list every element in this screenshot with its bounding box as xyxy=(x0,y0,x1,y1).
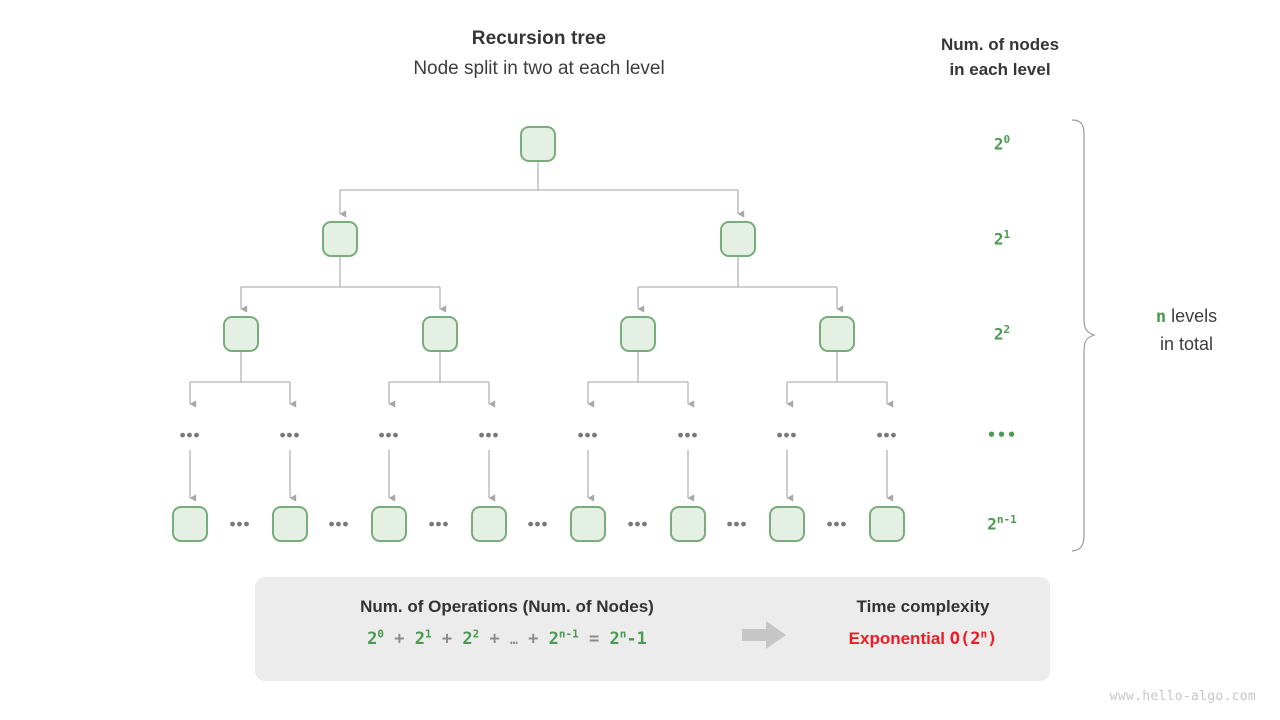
complexity-word: Exponential xyxy=(848,629,946,648)
tree-ellipsis: ••• xyxy=(677,425,699,445)
tree-ellipsis: ••• xyxy=(826,514,848,534)
nodes-per-level-header-line1: Num. of nodes xyxy=(940,35,1060,54)
tree-node xyxy=(422,316,458,352)
right-block-arrow-icon xyxy=(742,621,786,649)
level-count-exponent: 2 xyxy=(1003,323,1011,337)
operations-formula: 20 + 21 + 22 + … + 2n-1 = 2n-1 xyxy=(267,627,747,653)
level-count-exponent: 0 xyxy=(1003,133,1011,147)
summary-panel: Num. of Operations (Num. of Nodes) 20 + … xyxy=(255,577,1050,681)
tree-ellipsis: ••• xyxy=(876,425,898,445)
tree-node xyxy=(322,221,358,257)
levels-word: levels xyxy=(1171,306,1218,326)
recursion-tree-edges xyxy=(189,162,894,502)
tree-node xyxy=(371,506,407,542)
page-title: Recursion tree xyxy=(471,28,607,49)
tree-ellipsis: ••• xyxy=(279,425,301,445)
level-node-count-4: 2n-1 xyxy=(942,513,1062,534)
formula-equals: = xyxy=(588,629,600,649)
tree-ellipsis: ••• xyxy=(229,514,251,534)
levels-n-symbol: n xyxy=(1155,307,1167,327)
level-count-base: 2 xyxy=(993,134,1004,154)
level-count-exponent: 1 xyxy=(1003,228,1011,242)
level-count-base: 2 xyxy=(993,229,1004,249)
big-o-notation: O(2n) xyxy=(949,627,998,649)
tree-ellipsis: ••• xyxy=(328,514,350,534)
total-levels-label: n levels in total xyxy=(1104,303,1269,358)
tree-node xyxy=(769,506,805,542)
level-node-count-2: 22 xyxy=(942,323,1062,344)
tree-node xyxy=(869,506,905,542)
tree-node xyxy=(670,506,706,542)
page-subtitle: Node split in two at each level xyxy=(413,58,665,79)
nodes-per-level-header-line2: in each level xyxy=(949,60,1051,79)
tree-node xyxy=(172,506,208,542)
formula-result-tail: -1 xyxy=(626,629,647,649)
operations-heading: Num. of Operations (Num. of Nodes) xyxy=(360,597,654,616)
complexity-summary: Time complexity Exponential O(2n) xyxy=(807,595,1039,651)
tree-ellipsis: ••• xyxy=(428,514,450,534)
tree-node xyxy=(223,316,259,352)
tree-node xyxy=(471,506,507,542)
tree-ellipsis: ••• xyxy=(627,514,649,534)
tree-ellipsis: ••• xyxy=(478,425,500,445)
formula-result: 2n-1 xyxy=(609,627,647,649)
tree-ellipsis: ••• xyxy=(776,425,798,445)
tree-node xyxy=(520,126,556,162)
formula-term-1: 21 xyxy=(414,627,432,649)
tree-node xyxy=(620,316,656,352)
formula-ellipsis: … xyxy=(510,633,518,648)
level-node-count-1: 21 xyxy=(942,228,1062,249)
total-levels-line2: in total xyxy=(1159,334,1214,354)
tree-node xyxy=(819,316,855,352)
formula-term-0: 20 xyxy=(367,627,385,649)
level-node-count-3: ••• xyxy=(986,426,1018,444)
formula-plus-last: + xyxy=(528,629,539,649)
tree-ellipsis: ••• xyxy=(527,514,549,534)
level-count-exponent: n-1 xyxy=(996,513,1017,527)
tree-ellipsis: ••• xyxy=(726,514,748,534)
nodes-per-level-header: Num. of nodes in each level xyxy=(900,32,1100,82)
total-levels-line1: n levels xyxy=(1104,303,1269,331)
level-count-base: 2 xyxy=(993,324,1004,344)
tree-node xyxy=(272,506,308,542)
tree-node xyxy=(570,506,606,542)
level-node-count-0: 20 xyxy=(942,133,1062,154)
complexity-heading: Time complexity xyxy=(856,597,990,616)
operations-summary: Num. of Operations (Num. of Nodes) 20 + … xyxy=(267,595,747,653)
tree-ellipsis: ••• xyxy=(577,425,599,445)
formula-term-2: 22 xyxy=(462,627,480,649)
formula-plus-1: + xyxy=(441,629,453,649)
tree-ellipsis: ••• xyxy=(179,425,201,445)
tree-ellipsis: ••• xyxy=(378,425,400,445)
levels-brace xyxy=(1071,119,1096,552)
formula-plus-2: + xyxy=(489,629,500,649)
tree-node xyxy=(720,221,756,257)
level-count-base: 2 xyxy=(987,514,997,534)
watermark: www.hello-algo.com xyxy=(1109,689,1256,704)
formula-plus-0: + xyxy=(394,629,405,649)
formula-term-last: 2n-1 xyxy=(548,627,579,649)
complexity-value: Exponential O(2n) xyxy=(807,627,1039,651)
